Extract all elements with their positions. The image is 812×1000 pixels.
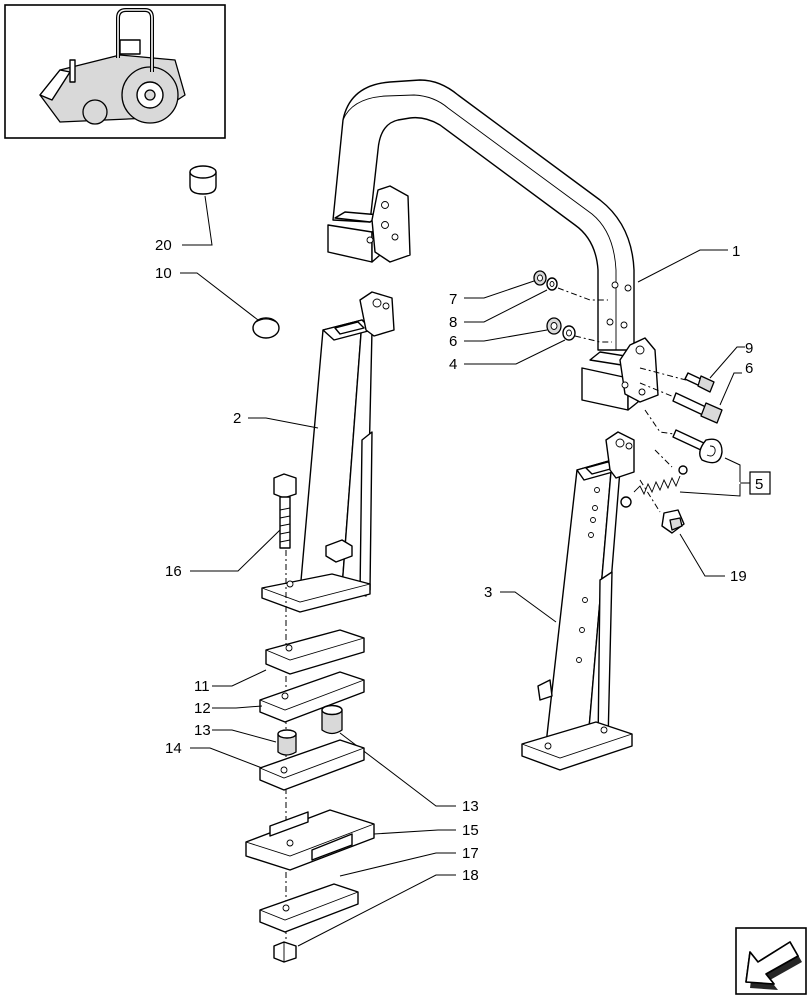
bolt-part-9 xyxy=(684,372,715,393)
plate-part-16 xyxy=(259,883,359,933)
callout-13a: 13 xyxy=(194,722,211,739)
next-page-arrow-icon[interactable] xyxy=(735,927,807,995)
callout-4: 4 xyxy=(449,356,457,373)
callout-13b: 13 xyxy=(462,798,479,815)
callout-19: 19 xyxy=(730,568,747,585)
cap-part-20 xyxy=(189,165,217,195)
clamp-plate-part-15 xyxy=(245,809,375,871)
callout-5: 5 xyxy=(755,476,763,493)
plate-part-12 xyxy=(259,671,365,723)
callout-3: 3 xyxy=(484,584,492,601)
plug-part-10 xyxy=(252,317,280,339)
plate-part-14 xyxy=(259,739,365,791)
callout-2: 2 xyxy=(233,410,241,427)
callout-9: 9 xyxy=(745,340,753,357)
callout-10: 10 xyxy=(155,265,172,282)
callout-6a: 6 xyxy=(449,333,457,350)
bolt-part-17 xyxy=(273,473,297,549)
upright-post-part-3 xyxy=(521,431,635,771)
roll-bar-upper-part-1 xyxy=(327,79,659,411)
callout-6b: 6 xyxy=(745,360,753,377)
upright-post-part-2 xyxy=(261,291,395,613)
nut-part-6 xyxy=(546,317,562,335)
callout-17: 16 xyxy=(165,563,182,580)
plate-part-11 xyxy=(265,629,365,675)
washer-part-8 xyxy=(546,277,558,291)
callout-18: 18 xyxy=(462,867,479,884)
callout-8: 8 xyxy=(449,314,457,331)
washer-part-4 xyxy=(562,325,576,341)
callout-20: 20 xyxy=(155,237,172,254)
nut-part-18 xyxy=(273,941,297,963)
clip-part-19 xyxy=(661,509,685,534)
lock-pin-part xyxy=(672,429,723,464)
spacer-part-13a xyxy=(277,729,297,756)
callout-11: 11 xyxy=(194,678,210,695)
callout-14: 14 xyxy=(165,740,182,757)
callout-15: 15 xyxy=(462,822,479,839)
callout-12: 12 xyxy=(194,700,211,717)
callout-1: 1 xyxy=(732,243,740,260)
callout-16: 17 xyxy=(462,845,479,862)
spacer-part-13b xyxy=(321,704,343,735)
bolt-part-6 xyxy=(672,392,723,424)
callout-7: 7 xyxy=(449,291,457,308)
tractor-thumbnail-icon xyxy=(4,4,226,139)
washer-part-7 xyxy=(533,270,547,286)
spring-part xyxy=(620,465,688,508)
